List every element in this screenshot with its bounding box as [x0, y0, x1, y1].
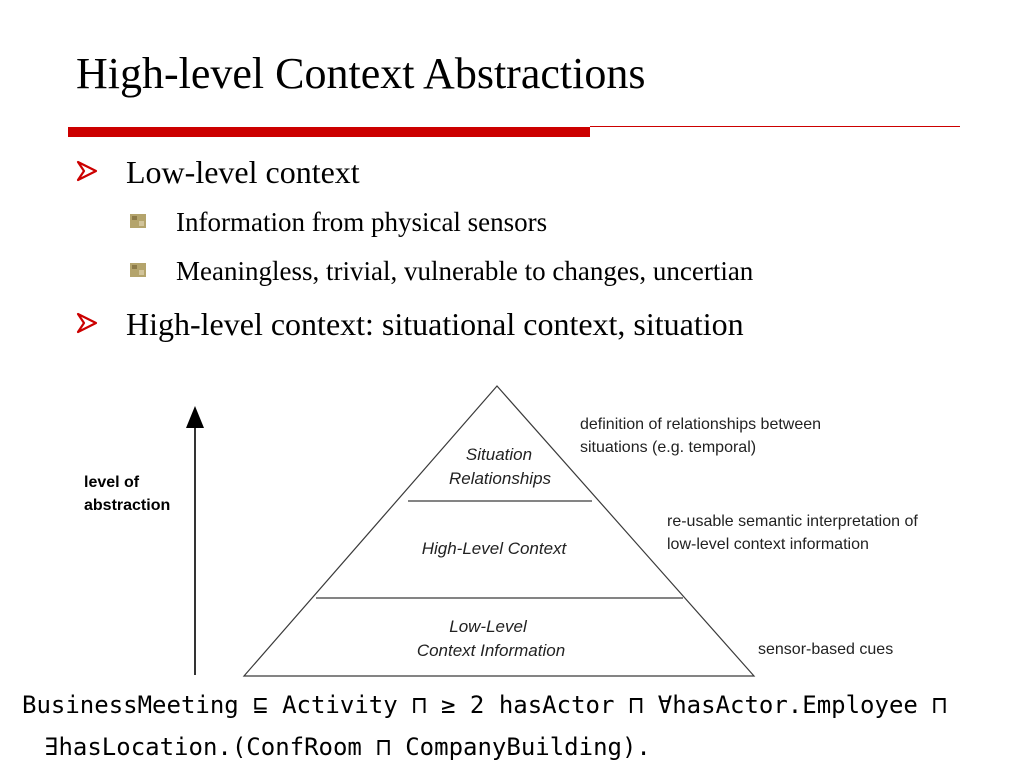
abstraction-pyramid-diagram: level of abstraction Situation Relations…: [84, 385, 918, 677]
note-middle-line2: low-level context information: [667, 536, 869, 553]
note-middle-line1: re-usable semantic interpretation of: [667, 513, 918, 530]
layer-bottom-label-line1: Low-Level: [449, 617, 528, 636]
title-underline-thin: [590, 126, 960, 127]
bullet-text: Low-level context: [126, 154, 360, 190]
bullet-text: High-level context: situational context,…: [126, 306, 744, 342]
slide-title: High-level Context Abstractions: [76, 49, 646, 98]
arrow-up-icon: [186, 406, 204, 428]
note-top-line1: definition of relationships between: [580, 416, 821, 433]
layer-middle-label: High-Level Context: [422, 539, 568, 558]
axis-label-line2: abstraction: [84, 497, 170, 514]
layer-top-label-line2: Relationships: [449, 469, 552, 488]
pyramid-outline: [242, 385, 756, 677]
axis-label-line1: level of: [84, 474, 140, 491]
title-underline-thick: [68, 127, 590, 137]
formula-line2: ∃hasLocation.(ConfRoom ⊓ CompanyBuilding…: [44, 733, 651, 761]
arrow-bullet-icon: [76, 312, 98, 334]
sub-bullet-text: Information from physical sensors: [176, 207, 548, 237]
sub-bullet-text: Meaningless, trivial, vulnerable to chan…: [176, 256, 754, 286]
arrow-bullet-icon: [76, 160, 98, 182]
layer-bottom-label-line2: Context Information: [417, 641, 565, 660]
formula-line1: BusinessMeeting ⊑ Activity ⊓ ≥ 2 hasActo…: [22, 691, 947, 719]
note-top-line2: situations (e.g. temporal): [580, 439, 756, 456]
note-bottom: sensor-based cues: [758, 641, 893, 658]
square-bullet-icon: [130, 214, 146, 228]
layer-top-label-line1: Situation: [466, 445, 532, 464]
square-bullet-icon: [130, 263, 146, 277]
